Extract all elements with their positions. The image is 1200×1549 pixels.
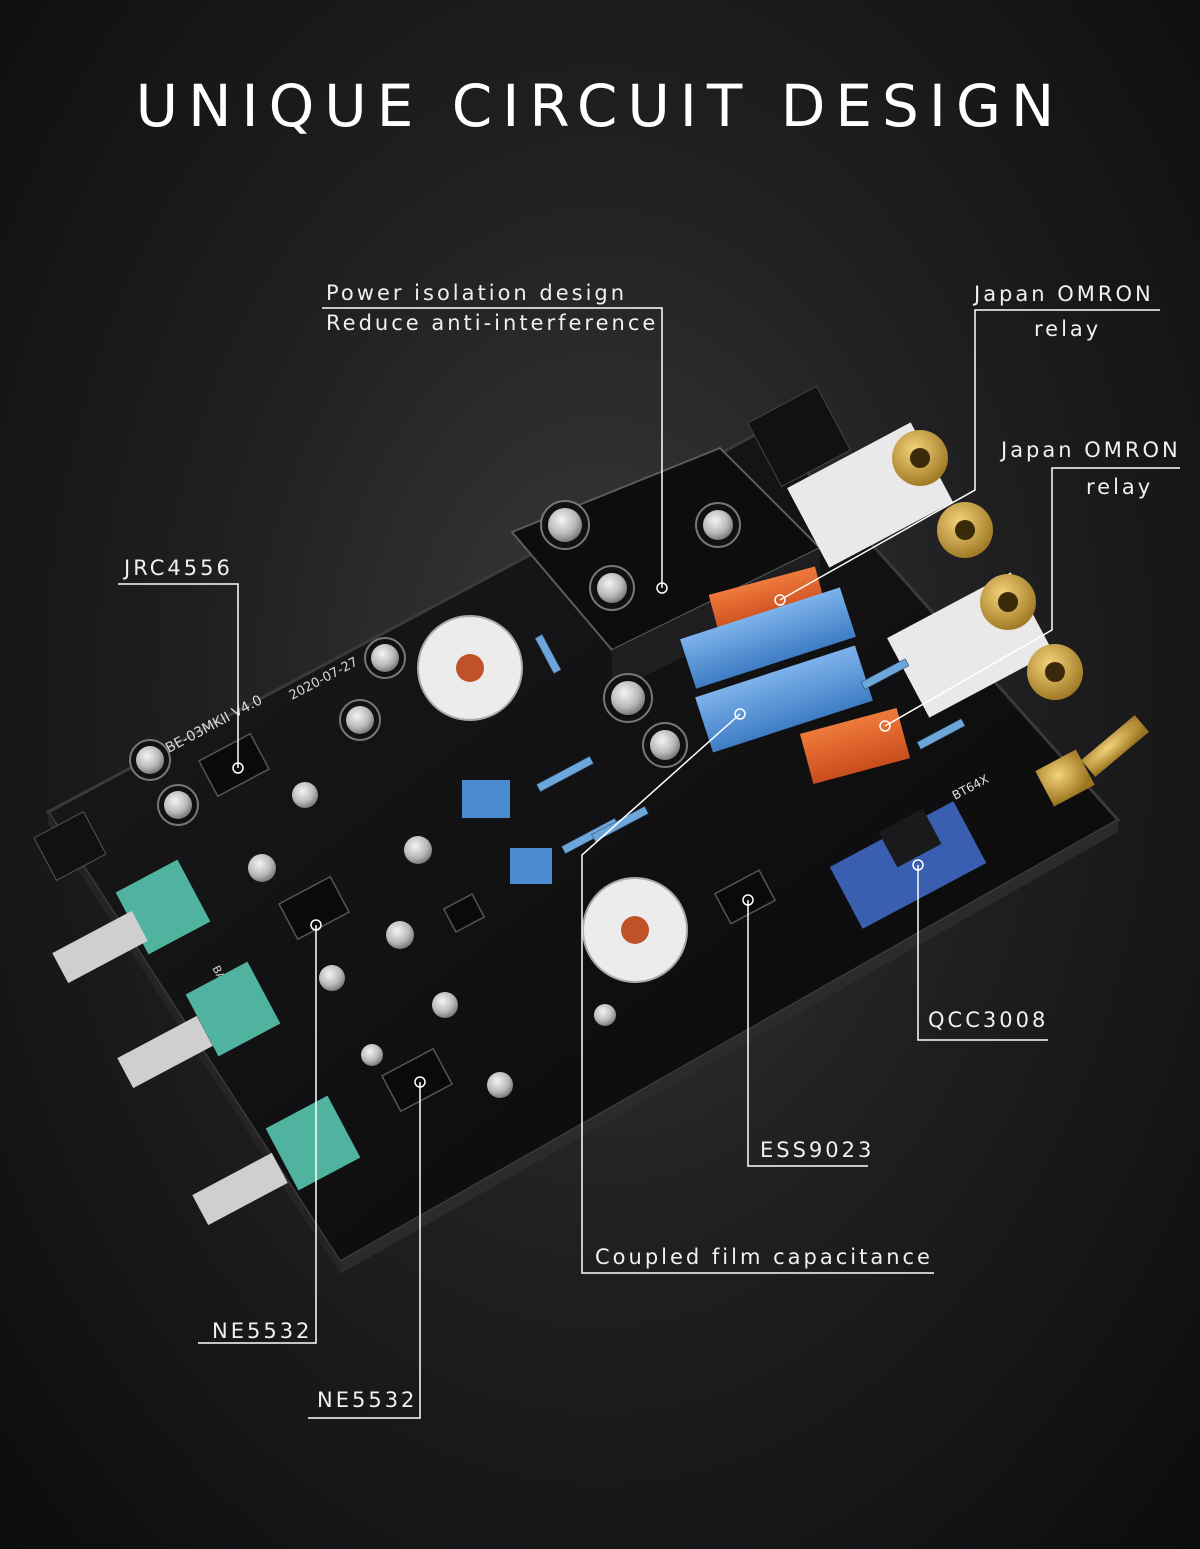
leader-qcc [917, 865, 1048, 1041]
leader-ne5532-b [308, 1082, 421, 1419]
callout-ess9023: ESS9023 [760, 1138, 875, 1162]
leader-power [322, 307, 663, 588]
tube-sockets [417, 615, 688, 983]
film-capacitors [462, 587, 873, 884]
callout-qcc3008: QCC3008 [928, 1008, 1049, 1032]
resistors [534, 634, 966, 855]
callout-ne5532-a: NE5532 [212, 1319, 313, 1343]
ic-chips [197, 732, 777, 1113]
electrolytic-capacitors [129, 500, 741, 1098]
omron-relays [708, 566, 911, 785]
pcb-edge [340, 820, 1118, 1274]
leader-ne5532-a [198, 925, 317, 1344]
headphone-jack [33, 810, 107, 882]
leader-jrc [118, 583, 239, 768]
callout-jrc4556: JRC4556 [124, 556, 233, 580]
antenna-connector [1035, 715, 1149, 807]
rca-jacks [787, 422, 1083, 718]
page-title: UNIQUE CIRCUIT DESIGN [135, 72, 1065, 140]
callout-omron1-line2: relay [1034, 317, 1102, 341]
leader-omron-2 [884, 467, 1180, 727]
leader-omron-1 [779, 309, 1160, 601]
leader-film [581, 713, 934, 1274]
callout-omron2-line1: Japan OMRON [1001, 438, 1181, 462]
callout-ne5532-b: NE5532 [317, 1388, 418, 1412]
callout-power-line1: Power isolation design [326, 281, 628, 305]
callout-omron1-line1: Japan OMRON [974, 282, 1154, 306]
dc-jack [747, 385, 852, 488]
callout-film-capacitance: Coupled film capacitance [595, 1245, 933, 1269]
potentiometers [52, 859, 361, 1226]
leader-ess [747, 900, 868, 1167]
callout-omron2-line2: relay [1086, 475, 1154, 499]
callout-power-line2: Reduce anti-interference [326, 311, 659, 335]
callout-leaders [118, 307, 1180, 1419]
callout-dots [232, 582, 924, 1088]
